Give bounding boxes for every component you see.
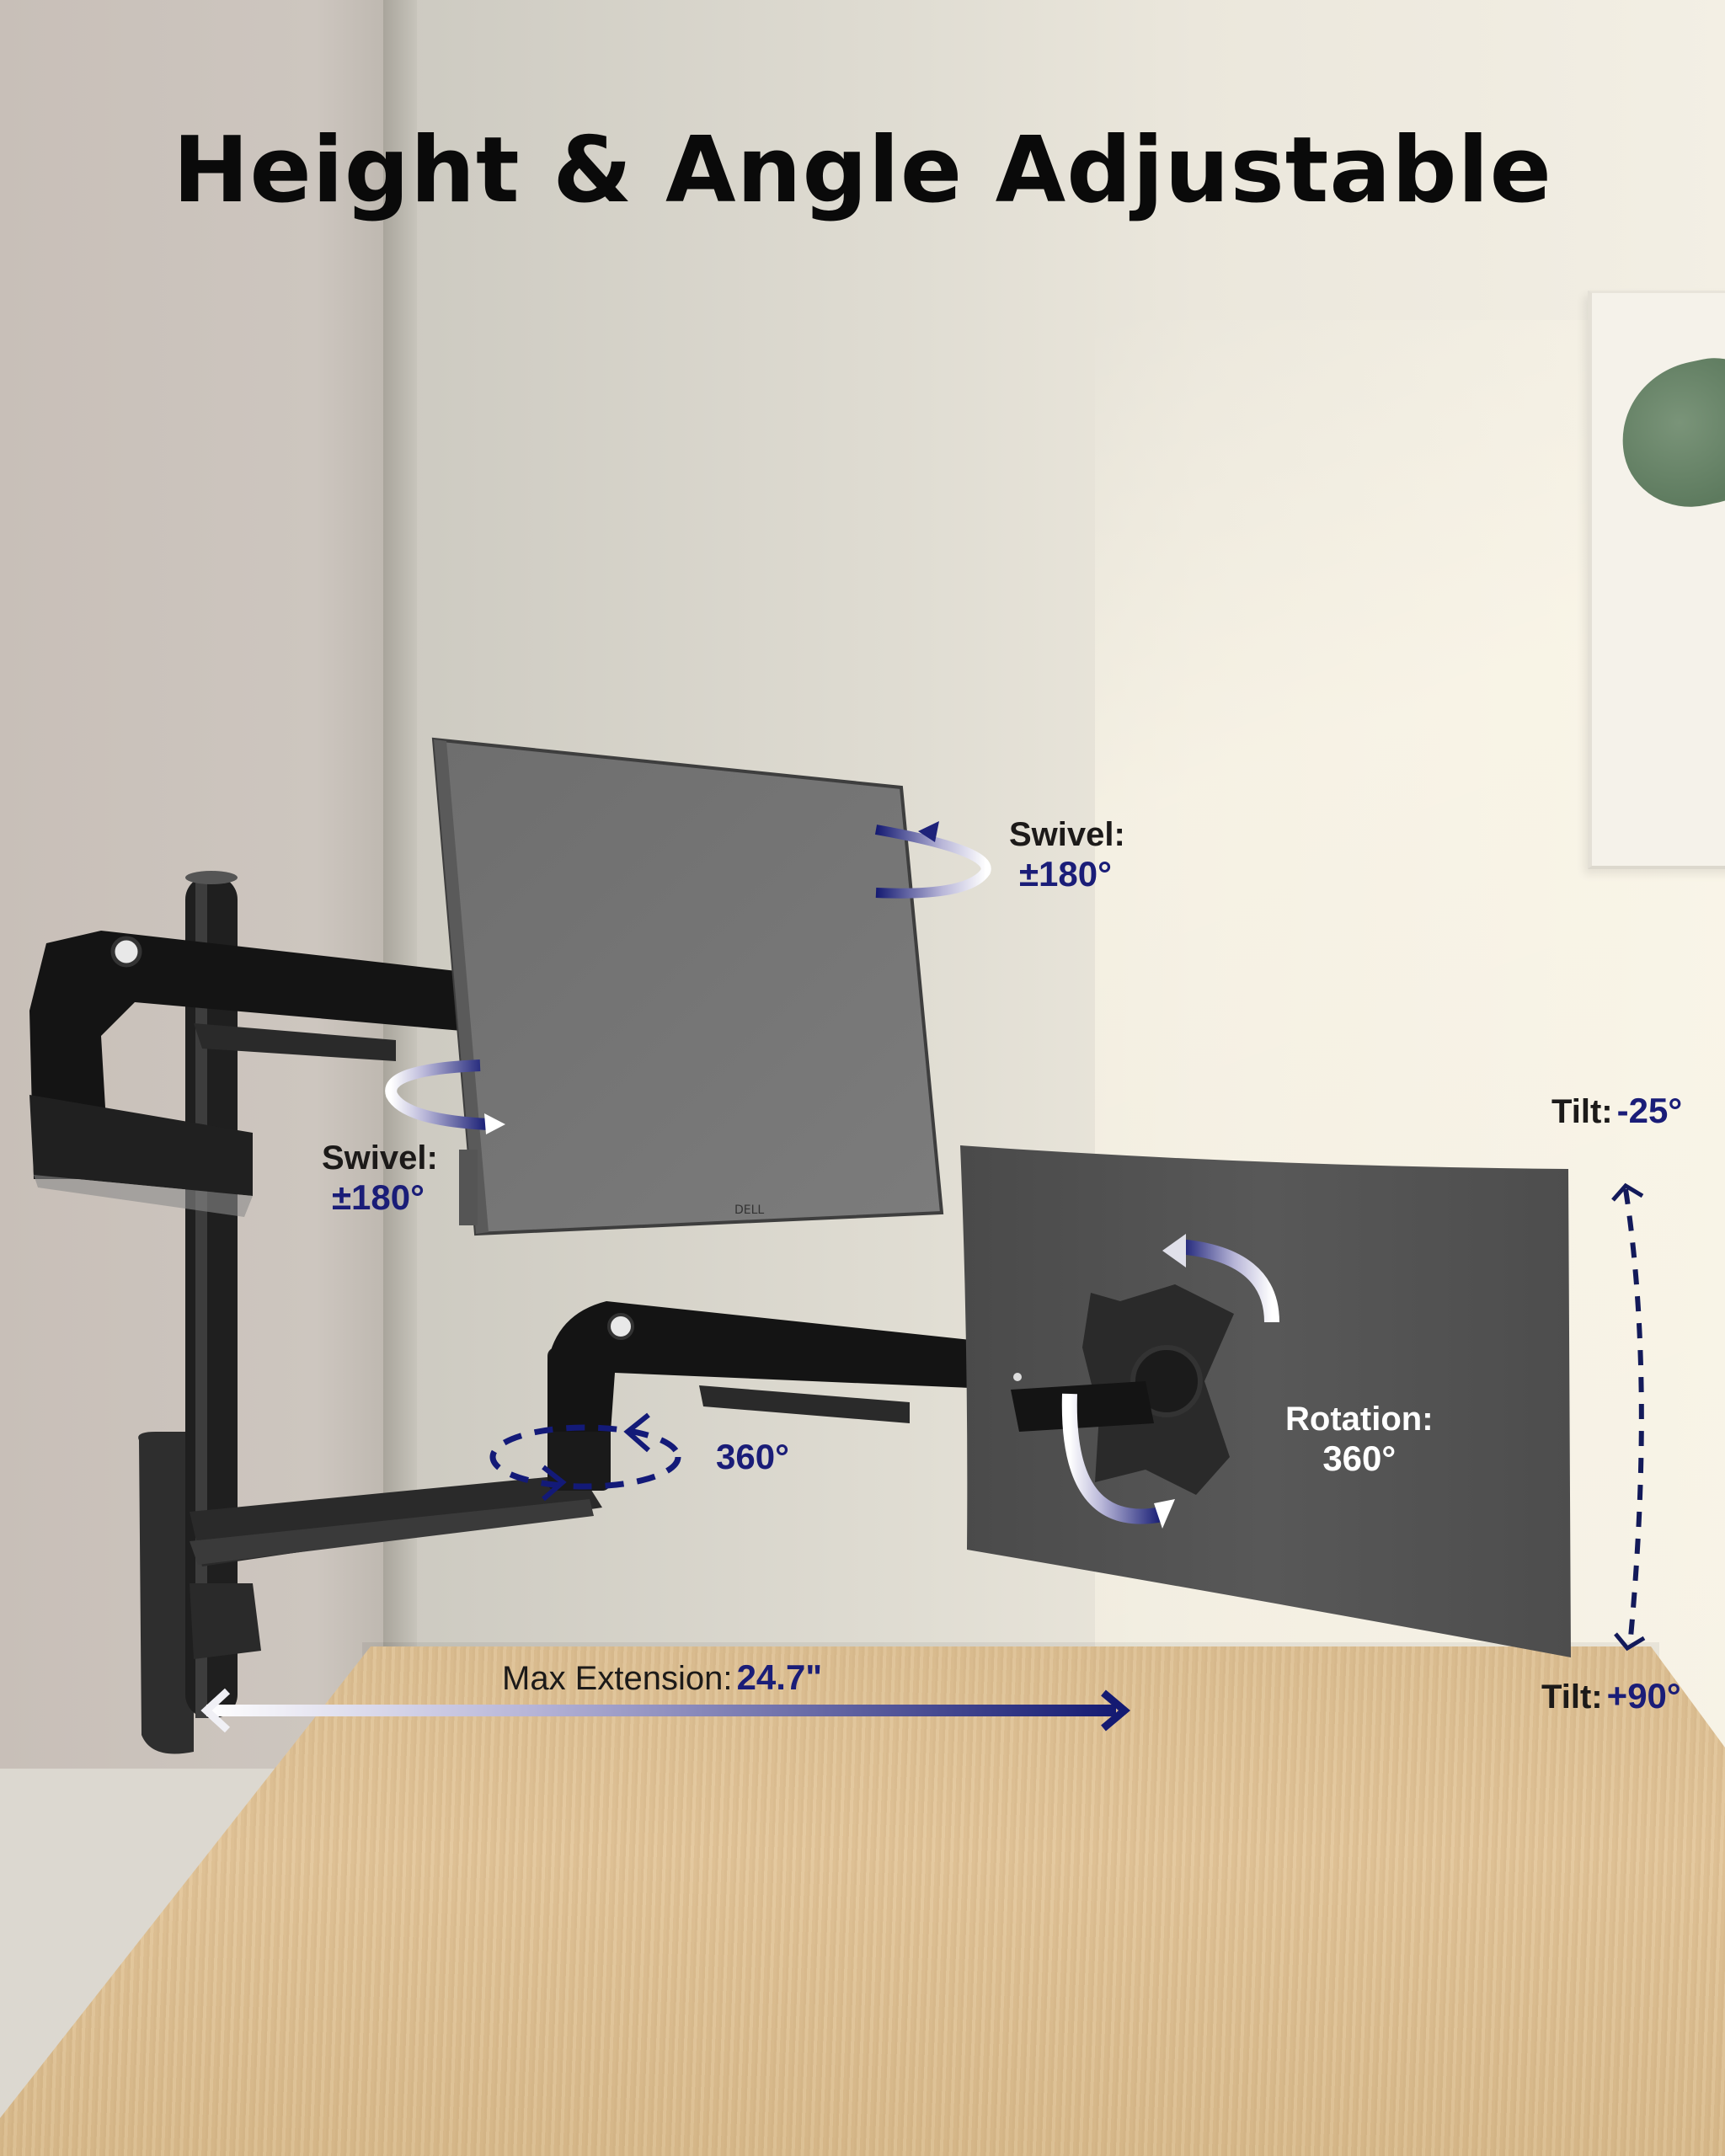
- tilt-up-value: -25°: [1616, 1091, 1683, 1130]
- panel-rotation-value: 360°: [1322, 1438, 1397, 1478]
- max-extension-value: 24.7": [736, 1657, 823, 1697]
- tilt-down-value: +90°: [1606, 1676, 1681, 1716]
- max-extension-label: Max Extension:: [502, 1660, 733, 1697]
- max-extension-annotation: Max Extension: 24.7": [502, 1657, 822, 1698]
- tilt-down-label: Tilt:: [1541, 1678, 1603, 1716]
- swivel-left-value: ±180°: [332, 1177, 425, 1217]
- swivel-top-annotation: Swivel: ±180°: [1009, 815, 1125, 894]
- tilt-down-annotation: Tilt: +90°: [1541, 1676, 1681, 1716]
- page-title: Height & Angle Adjustable: [173, 118, 1552, 223]
- panel-rotation-label: Rotation:: [1285, 1401, 1434, 1438]
- swivel-top-label: Swivel:: [1009, 816, 1125, 853]
- wall-corner-shadow: [383, 0, 417, 1769]
- monitor-brand-badge: DELL: [734, 1203, 764, 1217]
- tilt-up-label: Tilt:: [1551, 1093, 1613, 1130]
- arm-rotation-value: 360°: [716, 1437, 789, 1476]
- swivel-top-value: ±180°: [1019, 854, 1112, 894]
- swivel-left-label: Swivel:: [322, 1139, 438, 1177]
- tilt-up-annotation: Tilt: -25°: [1551, 1091, 1682, 1131]
- swivel-left-annotation: Swivel: ±180°: [322, 1139, 438, 1218]
- panel-rotation-annotation: Rotation: 360°: [1285, 1400, 1434, 1479]
